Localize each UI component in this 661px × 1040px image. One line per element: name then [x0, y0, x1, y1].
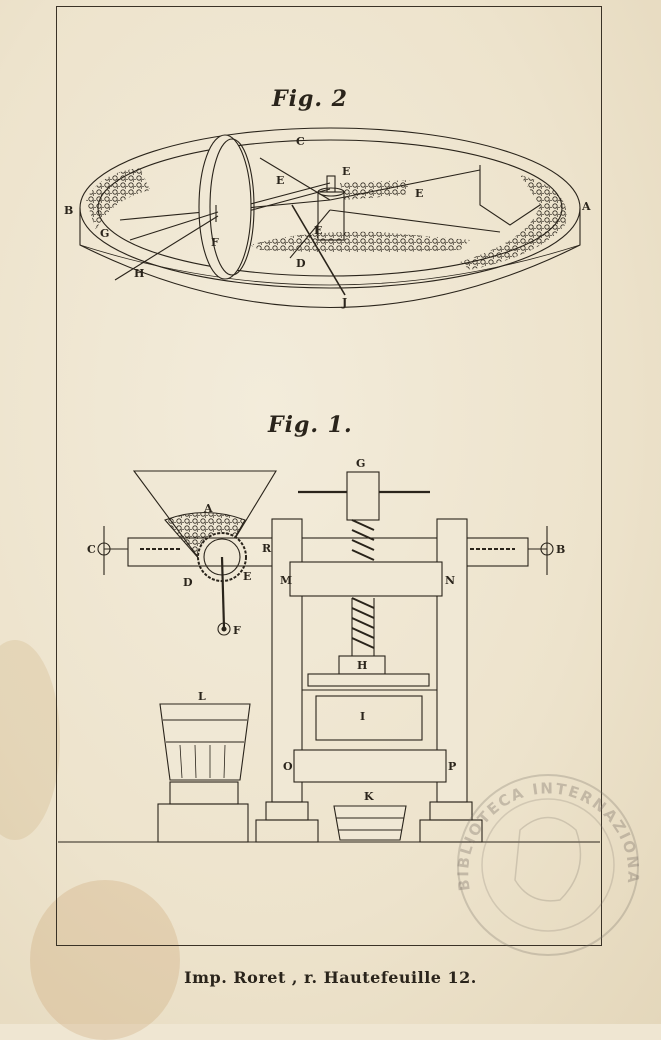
- fig2-title: Fig. 2: [272, 86, 348, 112]
- fig1-label-k: K: [364, 790, 374, 803]
- fig1-labels: A B C D E F G H I K L M N O P R: [87, 457, 565, 803]
- fig2-label-c: C: [296, 135, 305, 148]
- fig1-label-g: G: [356, 457, 365, 470]
- fig2-label-j: J: [341, 296, 347, 309]
- plate-frame: [56, 6, 602, 946]
- fig1-title: Fig. 1.: [268, 412, 353, 438]
- library-stamp: BIBLIOTECA INTERNAZIONALE LA VIGNA · VIC…: [0, 0, 640, 956]
- fig1-label-e: E: [243, 570, 251, 583]
- fig1-label-l: L: [198, 690, 206, 703]
- fig1-label-b: B: [556, 543, 565, 556]
- fig1-label-a: A: [203, 502, 213, 515]
- fig2-label-b: B: [64, 204, 73, 217]
- imprint-text: Imp. Roret , r. Hautefeuille 12.: [184, 968, 477, 987]
- fig2-label-e2: E: [342, 165, 350, 178]
- fig2-labels: A B C D E E E E F G H J: [64, 135, 591, 309]
- fig1-label-c: C: [87, 543, 96, 556]
- fig1-label-i: I: [360, 710, 365, 723]
- fig2-label-g: G: [100, 227, 109, 240]
- fig2-label-h: H: [134, 267, 144, 280]
- fig2-label-d: D: [296, 257, 306, 270]
- fig1-label-h: H: [357, 659, 367, 672]
- fig1-label-r: R: [262, 542, 272, 555]
- fig2-label-e4: E: [314, 224, 322, 237]
- fig2-label-a: A: [581, 200, 591, 213]
- fig1-press-drawing: [58, 470, 600, 843]
- fig2-label-f: F: [211, 236, 219, 249]
- fig1-label-d: D: [183, 576, 193, 589]
- fig2-crusher-drawing: [79, 127, 581, 309]
- fig1-label-f: F: [233, 624, 241, 637]
- fig2-label-e1: E: [276, 174, 284, 187]
- fig1-label-o: O: [283, 760, 293, 773]
- fig1-label-m: M: [280, 574, 292, 587]
- fig1-label-n: N: [445, 574, 455, 587]
- fig1-label-p: P: [448, 760, 456, 773]
- fig2-label-e3: E: [415, 187, 423, 200]
- paper-stain: [30, 880, 180, 1040]
